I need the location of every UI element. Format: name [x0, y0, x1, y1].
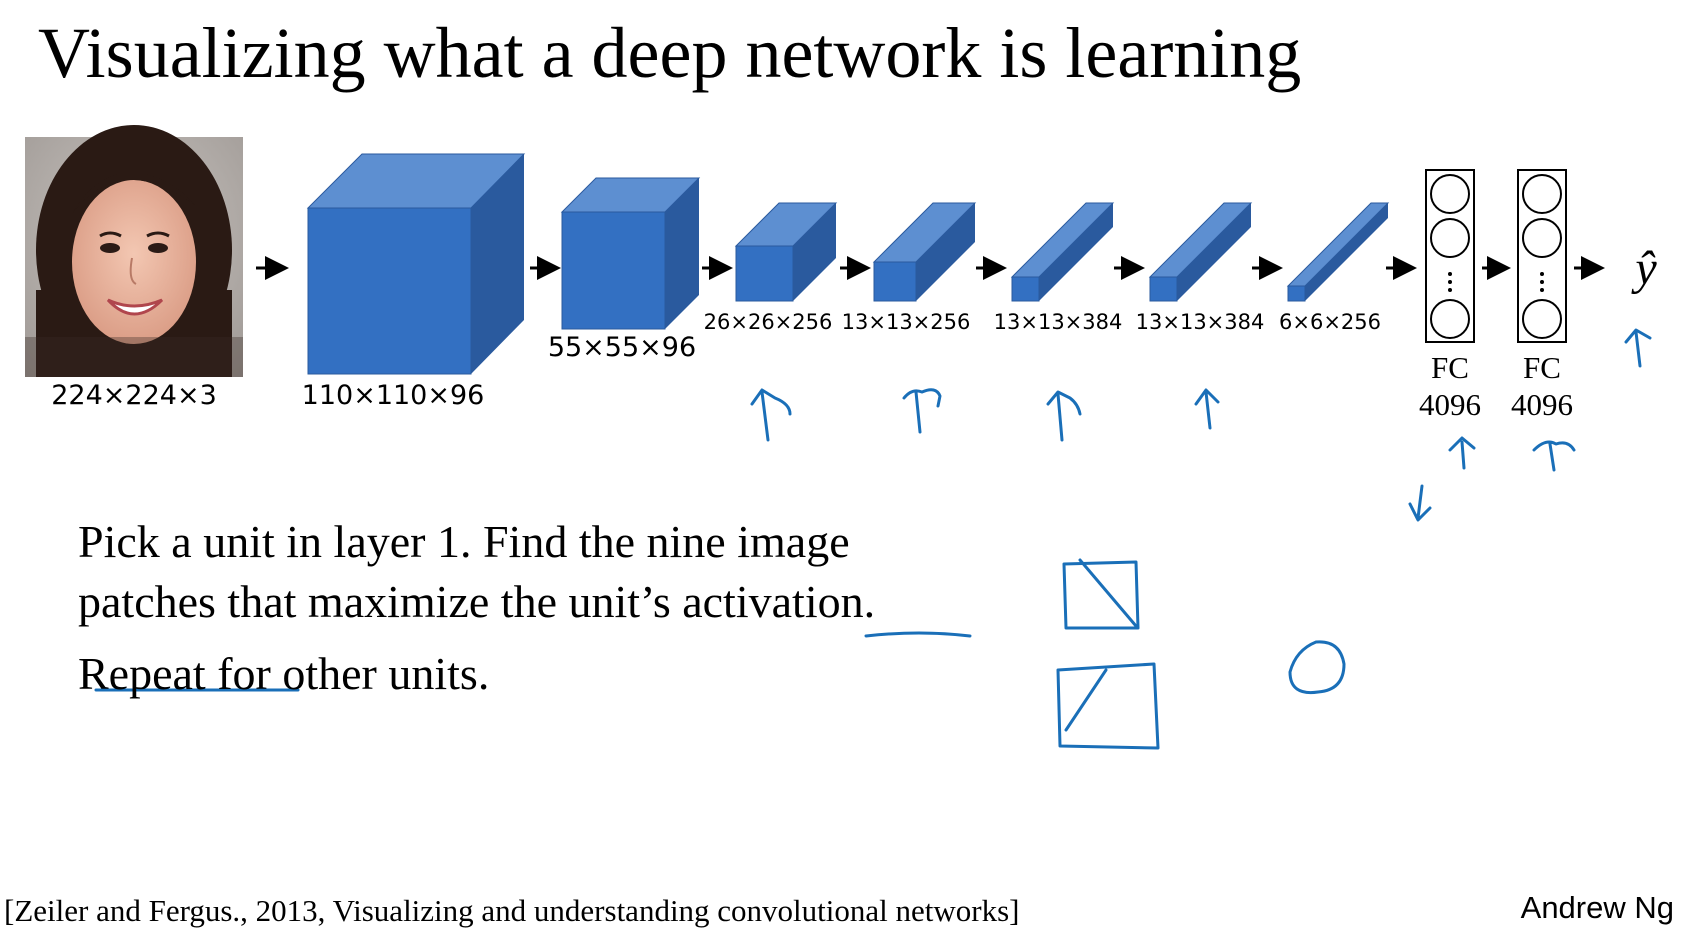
fc-neuron-icon [1522, 299, 1562, 339]
layer-5-dim-label: 13×13×384 [994, 310, 1123, 334]
input-dim-label: 224×224×3 [51, 380, 217, 411]
output-yhat-label: ŷ [1630, 242, 1657, 295]
layer-1-dim-label: 110×110×96 [302, 380, 485, 411]
fc-neuron-icon [1430, 174, 1470, 214]
fc-1-type-label: FC [1431, 350, 1469, 385]
layer-3-dim-label: 26×26×256 [704, 310, 833, 334]
bullet-list: Pick a unit in layer 1. Find the nine im… [78, 512, 978, 704]
layer-7-dim-label: 6×6×256 [1279, 310, 1381, 334]
fc-layer-1 [1425, 169, 1475, 343]
layer-6-dim-label: 13×13×384 [1136, 310, 1265, 334]
fc-neuron-icon [1430, 218, 1470, 258]
fc-neuron-icon [1430, 299, 1470, 339]
layer-volume-1 [306, 153, 526, 375]
layer-volume-5 [1010, 202, 1115, 302]
slide-title: Visualizing what a deep network is learn… [38, 13, 1302, 93]
fc-layer-2 [1517, 169, 1567, 343]
layer-volume-7 [1286, 202, 1390, 302]
input-face-image [25, 125, 243, 377]
layer-volume-6 [1148, 202, 1253, 302]
fc-1-units-label: 4096 [1419, 387, 1481, 422]
fc-2-units-label: 4096 [1511, 387, 1573, 422]
citation: [Zeiler and Fergus., 2013, Visualizing a… [4, 893, 1020, 928]
layer-2-dim-label: 55×55×96 [548, 332, 696, 363]
bullet-item-2: Repeat for other units. [78, 648, 490, 699]
fc-neuron-icon [1522, 218, 1562, 258]
layer-volume-3 [734, 202, 838, 302]
fc-2-type-label: FC [1523, 350, 1561, 385]
author-name: Andrew Ng [1520, 890, 1674, 925]
fc-neuron-icon [1522, 174, 1562, 214]
layer-volume-2 [560, 177, 701, 330]
handwritten-annotations [94, 328, 1652, 750]
layer-volume-4 [872, 202, 977, 302]
bullet-item-1: Pick a unit in layer 1. Find the nine im… [78, 516, 876, 627]
layer-4-dim-label: 13×13×256 [842, 310, 971, 334]
